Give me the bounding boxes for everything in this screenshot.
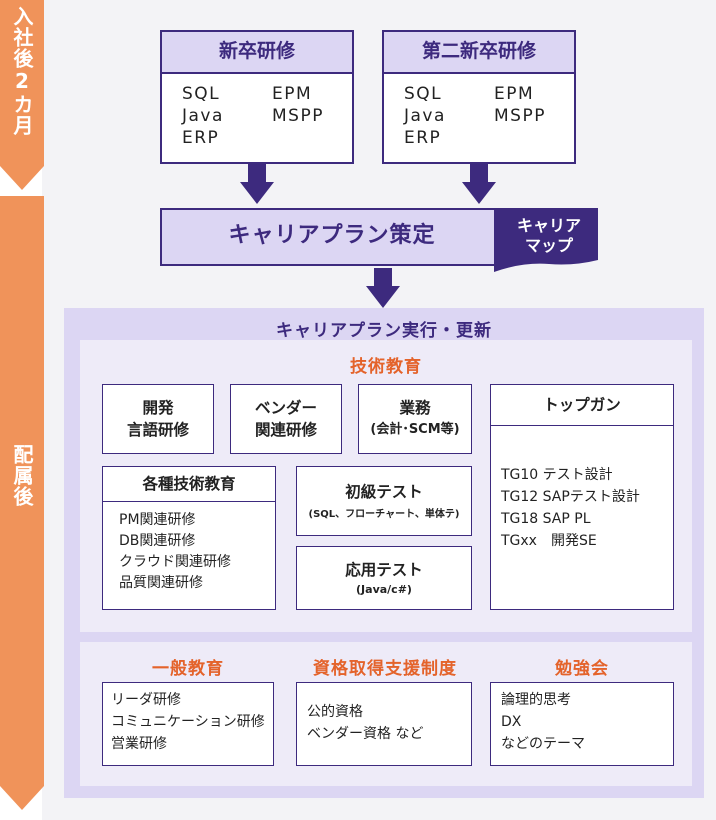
list-item: 品質関連研修 — [119, 575, 203, 591]
new-grad-training-items: SQL EPM Java MSPP ERP — [162, 74, 352, 148]
training-item: EPM — [494, 84, 535, 104]
study-session-box: 論理的思考 DX などのテーマ — [490, 682, 674, 766]
dev-language-training-box: 開発 言語研修 — [102, 384, 214, 454]
business-training-line1: 業務 — [399, 399, 431, 417]
second-new-grad-training-items: SQL EPM Java MSPP ERP — [384, 74, 574, 148]
list-item: 営業研修 — [111, 736, 167, 752]
training-item: SQL — [182, 84, 221, 104]
various-technical-title: 各種技術教育 — [103, 467, 275, 502]
period-arrow-assignment-tip — [0, 786, 44, 810]
training-item: SQL — [404, 84, 443, 104]
list-item: 公的資格 — [307, 704, 363, 720]
career-map-label-line2: マップ — [524, 236, 573, 255]
training-item: ERP — [182, 128, 220, 148]
list-item: TGxx 開発SE — [501, 533, 597, 549]
study-session-title: 勉強会 — [555, 659, 609, 679]
list-item: TG10 テスト設計 — [501, 467, 613, 483]
applied-test-box: 応用テスト (Java/c#) — [296, 546, 472, 610]
applied-test-note: (Java/c#) — [356, 583, 412, 596]
general-education-title: 一般教育 — [152, 659, 224, 679]
training-item: EPM — [272, 84, 313, 104]
second-new-grad-training-box: 第二新卒研修 SQL EPM Java MSPP ERP — [382, 30, 576, 164]
list-item: ベンダー資格 など — [307, 726, 424, 742]
vendor-training-box: ベンダー 関連研修 — [230, 384, 342, 454]
list-item: クラウド関連研修 — [119, 554, 231, 570]
basic-test-title: 初級テスト — [345, 483, 423, 501]
period-arrow-onboarding-tip — [0, 166, 44, 190]
various-technical-box: 各種技術教育 PM関連研修 DB関連研修 クラウド関連研修 品質関連研修 — [102, 466, 276, 610]
business-training-box: 業務 (会計･SCM等) — [358, 384, 472, 454]
period-label-assignment: 配属後 — [10, 444, 34, 507]
list-item: コミュニケーション研修 — [111, 714, 265, 730]
business-training-line2: (会計･SCM等) — [370, 422, 460, 437]
topgun-title: トップガン — [491, 385, 673, 426]
general-education-box: リーダ研修 コミュニケーション研修 営業研修 — [102, 682, 274, 766]
down-arrow-icon — [240, 164, 274, 204]
list-item: DX — [501, 714, 522, 730]
vendor-training-line1: ベンダー — [254, 399, 317, 417]
list-item: DB関連研修 — [119, 533, 196, 549]
career-plan-label: キャリアプラン策定 — [228, 223, 436, 248]
applied-test-title: 応用テスト — [345, 561, 423, 579]
career-map-label-line1: キャリア — [516, 216, 581, 235]
career-execution-title: キャリアプラン実行・更新 — [276, 321, 492, 341]
training-item: MSPP — [272, 106, 324, 126]
list-item: TG12 SAPテスト設計 — [501, 489, 640, 505]
basic-test-box: 初級テスト (SQL、フローチャート、単体テ) — [296, 466, 472, 536]
basic-test-note: (SQL、フローチャート、単体テ) — [308, 509, 460, 520]
list-item: リーダ研修 — [111, 692, 181, 708]
list-item: PM関連研修 — [119, 512, 196, 528]
training-item: Java — [404, 106, 446, 126]
career-plan-box: キャリアプラン策定 — [160, 208, 504, 266]
new-grad-training-title: 新卒研修 — [162, 32, 352, 74]
training-item: Java — [182, 106, 224, 126]
training-item: ERP — [404, 128, 442, 148]
period-arrow-onboarding: 入社後2カ月 — [0, 0, 44, 166]
new-grad-training-box: 新卒研修 SQL EPM Java MSPP ERP — [160, 30, 354, 164]
dev-language-line2: 言語研修 — [126, 421, 189, 439]
down-arrow-icon — [462, 164, 496, 204]
down-arrow-icon — [366, 268, 400, 308]
vendor-training-line2: 関連研修 — [254, 421, 317, 439]
second-new-grad-training-title: 第二新卒研修 — [384, 32, 574, 74]
dev-language-line1: 開発 — [142, 399, 174, 417]
list-item: などのテーマ — [501, 736, 585, 752]
period-arrow-assignment: 配属後 — [0, 196, 44, 786]
technical-education-title: 技術教育 — [350, 357, 422, 377]
topgun-box: トップガン TG10 テスト設計 TG12 SAPテスト設計 TG18 SAP … — [490, 384, 674, 610]
qualification-support-title: 資格取得支援制度 — [313, 659, 457, 679]
list-item: 論理的思考 — [501, 692, 571, 708]
list-item: TG18 SAP PL — [501, 511, 591, 527]
career-map-flag: キャリア マップ — [494, 208, 604, 272]
qualification-support-box: 公的資格 ベンダー資格 など — [296, 682, 472, 766]
career-map-flag-shape — [494, 208, 598, 272]
training-item: MSPP — [494, 106, 546, 126]
period-label-onboarding: 入社後2カ月 — [10, 6, 34, 136]
